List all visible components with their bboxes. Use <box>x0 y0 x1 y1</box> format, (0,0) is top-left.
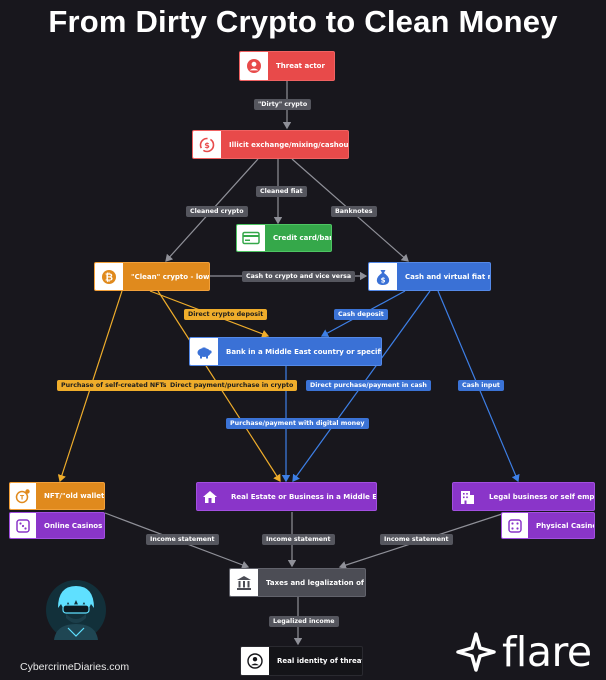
bitcoin-icon: ₿ <box>95 263 123 290</box>
edge-label-legalized-income: Legalized income <box>269 616 339 627</box>
edge-label-cash-deposit: Cash deposit <box>334 309 388 320</box>
node-physical-casinos: Physical Casinos <box>501 512 595 539</box>
node-real-estate: Real Estate or Business in a Middle East… <box>196 482 377 511</box>
node-illicit-exchange: $ Illicit exchange/mixing/cashout servic… <box>192 130 349 159</box>
user-circle-icon <box>240 52 268 80</box>
svg-text:₿: ₿ <box>105 271 113 283</box>
node-bank-middle-east: Bank in a Middle East country or specifi… <box>189 337 382 366</box>
edge-label-direct-purchase-cash: Direct purchase/payment in cash <box>306 380 431 391</box>
svg-text:T: T <box>20 495 25 502</box>
bank-building-icon <box>230 569 258 596</box>
node-cash-fiat: $ Cash and virtual fiat money <box>368 262 491 291</box>
node-legal-business: Legal business or self employment <box>452 482 595 511</box>
node-online-casinos: Online Casinos <box>9 512 105 539</box>
edge-label-direct-payment-crypto: Direct payment/purchase in crypto <box>166 380 298 391</box>
edge-label-banknotes: Banknotes <box>331 206 377 217</box>
house-money-icon <box>197 483 223 510</box>
flare-logo: flare <box>456 628 592 676</box>
credit-card-icon <box>237 225 265 251</box>
edge-label-cleaned-crypto: Cleaned crypto <box>186 206 248 217</box>
user-circle-icon <box>241 647 269 675</box>
brand-wordmark: flare <box>502 628 592 676</box>
edge-label-cash-to-crypto: Cash to crypto and vice versa <box>242 271 356 282</box>
edge-label-purchase-digital: Purchase/payment with digital money <box>226 418 369 429</box>
office-building-icon <box>453 483 481 510</box>
edge-label-cash-input: Cash input <box>458 380 504 391</box>
hacker-avatar-illustration <box>44 578 108 647</box>
edge-label-income-statement-3: Income statement <box>380 534 453 545</box>
dice-icon <box>502 513 528 538</box>
node-nft-old-wallet: T NFT/"old wallet" <box>9 482 105 510</box>
nft-coin-icon: T <box>10 483 36 509</box>
piggy-bank-icon <box>190 338 218 365</box>
edge-label-cleaned-fiat: Cleaned fiat <box>256 186 307 197</box>
money-bag-icon: $ <box>369 263 397 290</box>
node-real-identity: Real identity of threat actor <box>240 646 363 676</box>
crypto-exchange-icon: $ <box>193 131 221 158</box>
node-taxes: Taxes and legalization of income <box>229 568 366 597</box>
edge-label-dirty-crypto: "Dirty" crypto <box>254 99 312 110</box>
dice-icon <box>10 513 36 538</box>
edge-label-income-statement-2: Income statement <box>262 534 335 545</box>
edge-label-purchase-nfts: Purchase of self-created NFTs <box>57 380 171 391</box>
node-clean-crypto: ₿ "Clean" crypto - low AML <box>94 262 210 291</box>
flare-star-icon <box>456 632 496 672</box>
footer-site-name: CybercrimeDiaries.com <box>20 661 130 673</box>
svg-text:$: $ <box>204 141 210 150</box>
node-threat-actor: Threat actor <box>239 51 335 81</box>
page-title: From Dirty Crypto to Clean Money <box>48 4 558 39</box>
edge-label-direct-crypto-deposit: Direct crypto deposit <box>184 309 268 320</box>
node-credit-card: Credit card/bank <box>236 224 332 252</box>
edge-label-income-statement-1: Income statement <box>146 534 219 545</box>
svg-text:$: $ <box>381 276 386 284</box>
